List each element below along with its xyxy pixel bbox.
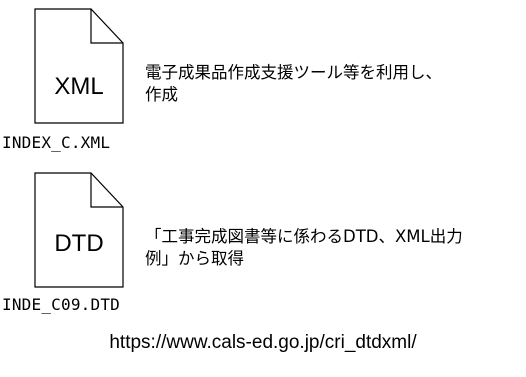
- file-extension-label: XML: [54, 73, 104, 100]
- description-line: 電子成果品作成支援ツール等を利用し、: [145, 63, 442, 82]
- file-name: INDE_C09.DTD: [2, 295, 120, 314]
- description-line: 「工事完成図書等に係わるDTD、XML出力: [145, 227, 463, 246]
- description-line: 例」から取得: [145, 249, 244, 268]
- dtd-file-icon: DTD: [34, 172, 124, 288]
- file-description: 「工事完成図書等に係わるDTD、XML出力 例」から取得: [145, 226, 463, 270]
- file-extension-label: DTD: [54, 230, 104, 257]
- xml-file-icon: XML: [34, 8, 124, 124]
- file-description: 電子成果品作成支援ツール等を利用し、 作成: [145, 62, 442, 106]
- file-name: INDEX_C.XML: [2, 133, 111, 152]
- source-url: https://www.cals-ed.go.jp/cri_dtdxml/: [109, 332, 417, 353]
- description-line: 作成: [145, 85, 178, 104]
